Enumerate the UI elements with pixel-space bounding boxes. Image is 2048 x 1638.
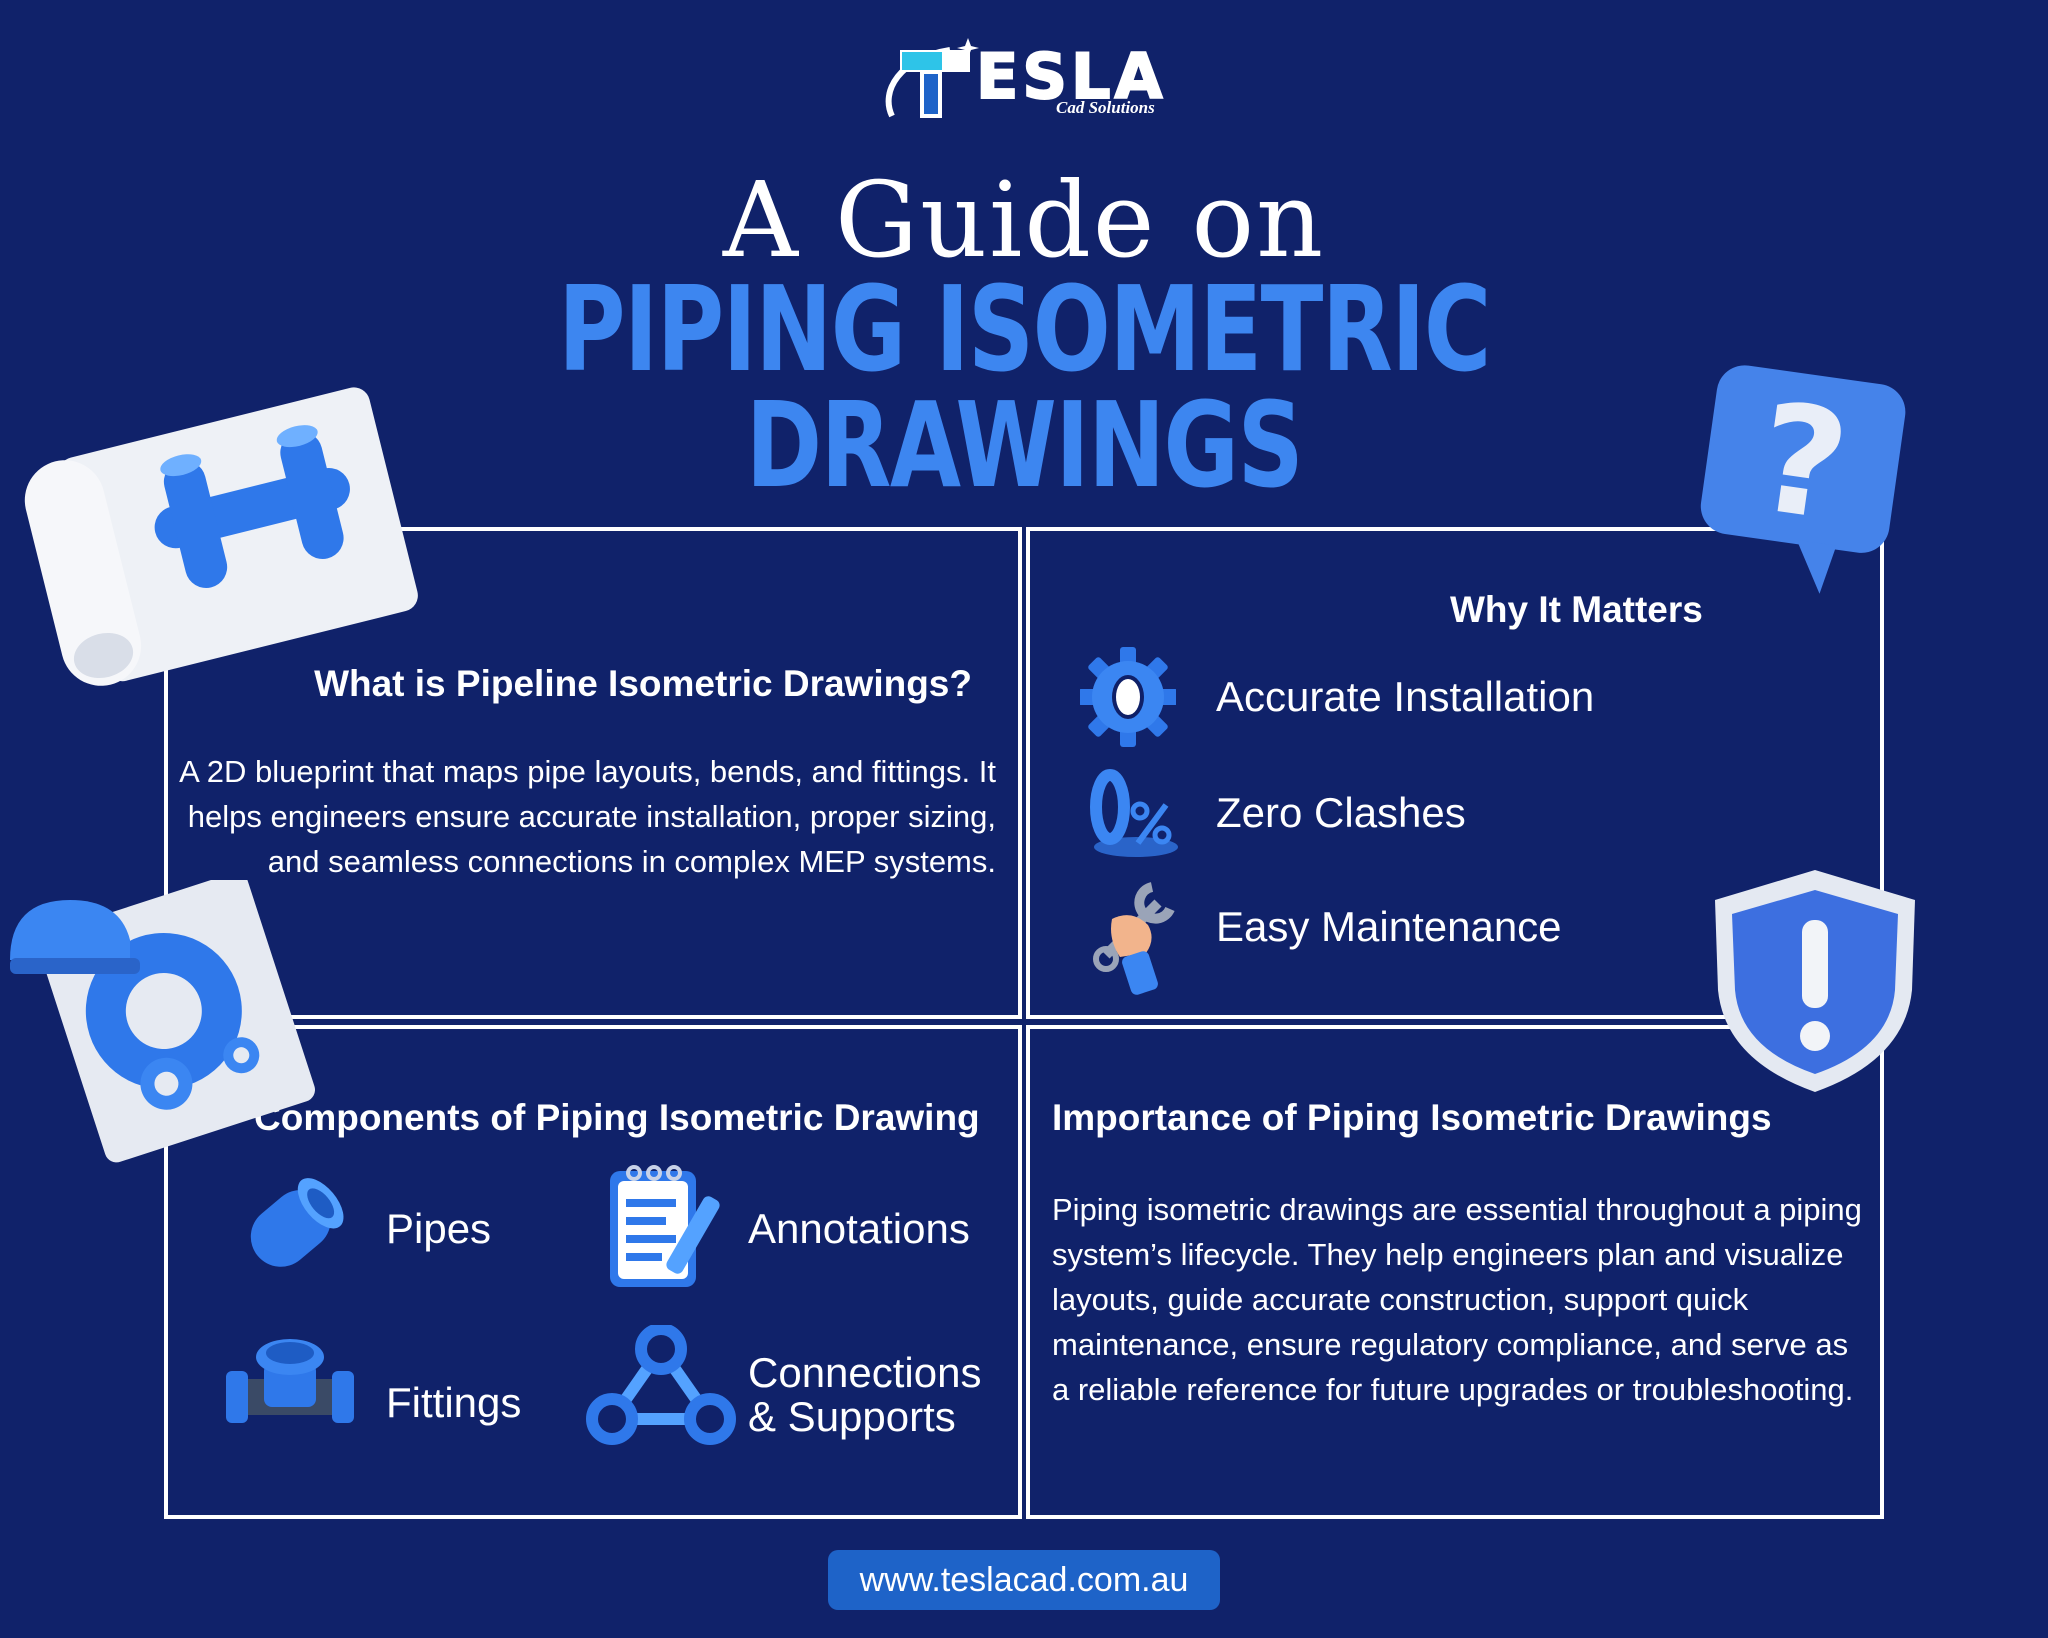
connections-icon	[586, 1325, 736, 1445]
gear-icon	[1080, 647, 1176, 747]
page-title-intro: A Guide on	[722, 159, 1326, 281]
pipe-icon	[250, 1178, 344, 1267]
why-matters-panel: Why It Matters Accurate Installation	[1026, 527, 1884, 1019]
engineer-gear-illustration	[10, 880, 315, 1163]
warning-shield-icon	[1715, 870, 1915, 1092]
wrench-hand-icon	[1093, 882, 1175, 995]
importance-heading: Importance of Piping Isometric Drawings	[1052, 1097, 1772, 1138]
components-heading: Components of Piping Isometric Drawing	[254, 1097, 980, 1138]
importance-body: Piping isometric drawings are essential …	[1052, 1192, 1862, 1407]
page-title-sub: DRAWINGS	[745, 376, 1304, 514]
brand-logo: ESLA Cad Solutions	[880, 36, 1170, 126]
what-is-body: A 2D blueprint that maps pipe layouts, b…	[179, 754, 996, 879]
component-item-label: Annotations	[748, 1205, 970, 1252]
logo-tagline: Cad Solutions	[1056, 98, 1155, 117]
what-is-panel: What is Pipeline Isometric Drawings? A 2…	[164, 527, 1022, 1019]
zero-percent-icon	[1090, 769, 1178, 857]
component-item-label: Fittings	[386, 1379, 522, 1426]
blueprint-pipe-illustration	[24, 387, 418, 686]
question-bubble-icon: ?	[1700, 365, 1906, 594]
why-matters-heading: Why It Matters	[1450, 589, 1703, 630]
connections-label-line2: & Supports	[748, 1393, 956, 1440]
importance-panel: Importance of Piping Isometric Drawings …	[1026, 1025, 1884, 1519]
why-item-label: Accurate Installation	[1216, 673, 1595, 720]
component-item-label: Pipes	[386, 1205, 492, 1252]
why-item-label: Zero Clashes	[1216, 789, 1466, 836]
what-is-heading: What is Pipeline Isometric Drawings?	[314, 663, 972, 704]
valve-icon	[226, 1339, 354, 1423]
component-item-label: Connections & Supports	[748, 1351, 981, 1439]
connections-label-line1: Connections	[748, 1349, 982, 1396]
website-link-button[interactable]: www.teslacad.com.au	[828, 1550, 1220, 1610]
components-panel: Components of Piping Isometric Drawing P…	[164, 1025, 1022, 1519]
page-title-main: PIPING ISOMETRIC	[558, 260, 1491, 398]
notepad-icon	[610, 1165, 720, 1287]
why-item-label: Easy Maintenance	[1216, 903, 1562, 950]
logo-wordmark: ESLA	[975, 39, 1167, 114]
tesla-t-logo-icon	[885, 38, 979, 118]
